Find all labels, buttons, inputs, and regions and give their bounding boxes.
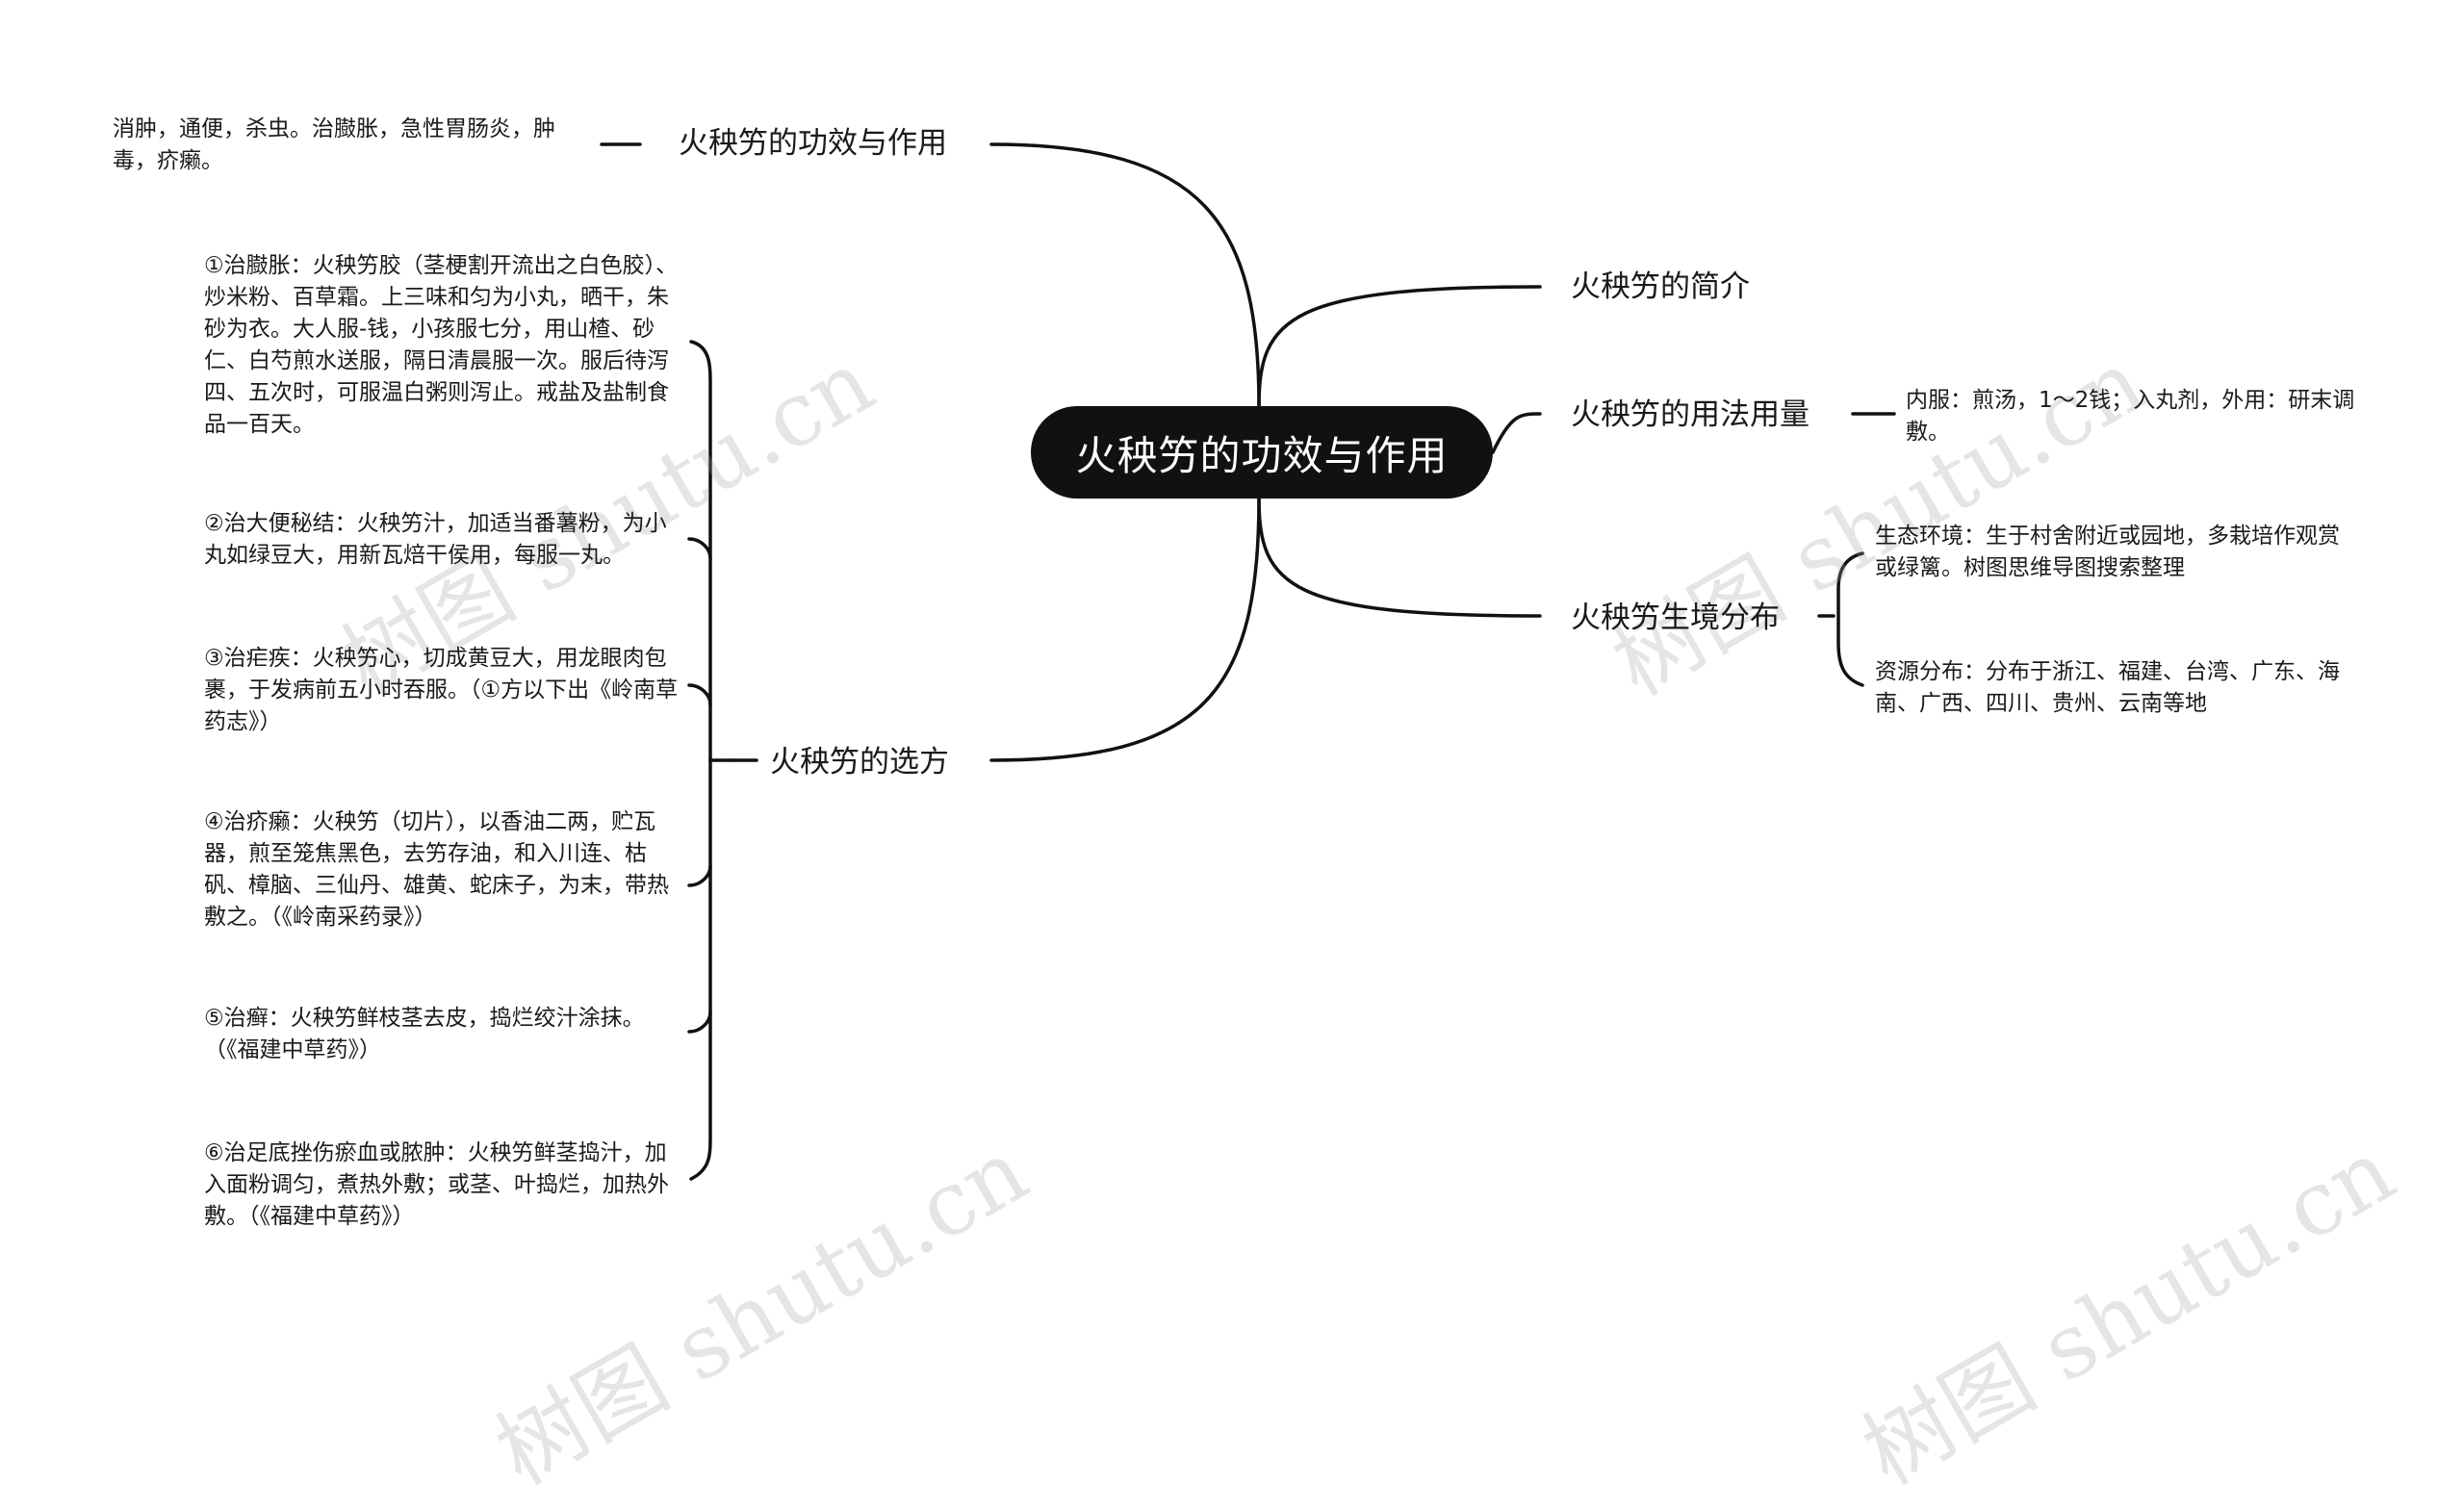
leaf-xuanfang-5: ⑤治癣：火秧竻鲜枝茎去皮，捣烂绞汁涂抹。（《福建中草药》） <box>204 1006 645 1062</box>
connector-lines <box>600 142 1896 1181</box>
leaf-xuanfang-3: ③治疟疾：火秧竻心，切成黄豆大，用龙眼肉包裹，于发病前五小时吞服。（①方以下出《… <box>204 646 679 734</box>
branch-shengjing[interactable]: 火秧竻生境分布 <box>1571 601 1780 635</box>
branch-yongfa[interactable]: 火秧竻的用法用量 <box>1571 397 1810 432</box>
leaf-xuanfang-1: ①治臌胀：火秧竻胶（茎梗割开流出之白色胶）、炒米粉、百草霜。上三味和匀为小丸，晒… <box>204 253 679 437</box>
leaf-shengjing-1: 生态环境：生于村舍附近或园地，多栽培作观赏或绿篱。树图思维导图搜索整理 <box>1875 524 2340 580</box>
branch-jianjie[interactable]: 火秧竻的简介 <box>1571 269 1750 304</box>
leaf-xuanfang-2: ②治大便秘结：火秧竻汁，加适当番薯粉，为小丸如绿豆大，用新瓦焙干侯用，每服一丸。 <box>204 511 667 568</box>
root-node[interactable]: 火秧竻的功效与作用 <box>1031 406 1493 499</box>
branch-xuanfang[interactable]: 火秧竻的选方 <box>770 745 949 780</box>
leaf-gongxiao: 消肿，通便，杀虫。治臌胀，急性胃肠炎，肿毒，疥癞。 <box>113 116 555 173</box>
leaf-xuanfang-4: ④治疥癞：火秧竻（切片），以香油二两，贮瓦器，煎至笼焦黑色，去竻存油，和入川连、… <box>204 809 669 930</box>
leaf-yongfa: 内服：煎汤，1～2钱；入丸剂，外用：研末调敷。 <box>1906 388 2355 445</box>
leaf-xuanfang-6: ⑥治足底挫伤瘀血或脓肿：火秧竻鲜茎捣汁，加入面粉调匀，煮热外敷；或茎、叶捣烂，加… <box>204 1140 669 1229</box>
branch-gongxiao[interactable]: 火秧竻的功效与作用 <box>679 126 947 161</box>
leaf-shengjing-2: 资源分布：分布于浙江、福建、台湾、广东、海南、广西、四川、贵州、云南等地 <box>1875 659 2340 716</box>
